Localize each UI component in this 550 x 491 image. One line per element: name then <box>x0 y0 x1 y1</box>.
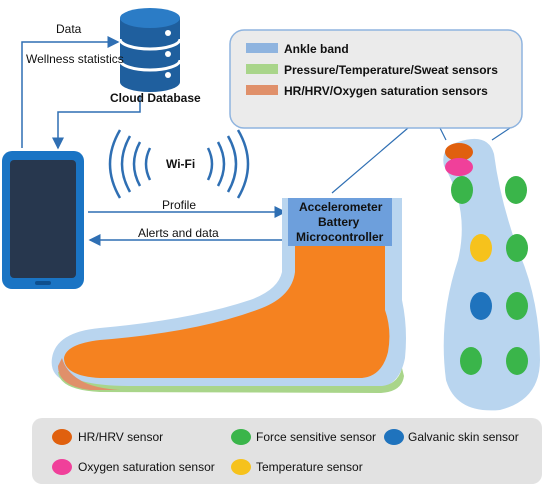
insole-sensor-dot <box>451 176 473 204</box>
callout-line-left <box>331 127 409 194</box>
legend-swatch-2 <box>246 85 278 95</box>
legend-hr-hrv-oxygen: HR/HRV/Oxygen saturation sensors <box>284 84 488 98</box>
sensor-swatch-3 <box>52 459 72 475</box>
profile-label: Profile <box>162 198 197 212</box>
insole-sensor-dot <box>506 292 528 320</box>
wifi-icon <box>108 129 250 199</box>
wellness-arrow <box>52 95 141 150</box>
legend-swatch-0 <box>246 43 278 53</box>
legend-temperature-sensor: Temperature sensor <box>256 460 363 474</box>
data-arrow <box>21 36 120 148</box>
legend-force-sensitive-sensor: Force sensitive sensor <box>256 430 377 444</box>
sensor-swatch-0 <box>52 429 72 445</box>
callout-line-right2 <box>491 127 511 141</box>
legend-oxygen-saturation-sensor: Oxygen saturation sensor <box>78 460 215 474</box>
legend-pressure-temp-sweat: Pressure/Temperature/Sweat sensors <box>284 63 498 77</box>
wifi-label: Wi-Fi <box>166 157 196 171</box>
legend-galvanic-skin-sensor: Galvanic skin sensor <box>408 430 519 444</box>
insole-orange <box>58 358 120 390</box>
device-line-accelerometer: Accelerometer <box>299 200 383 214</box>
foot <box>64 246 390 378</box>
alerts-label: Alerts and data <box>138 226 219 240</box>
device-line-microcontroller: Microcontroller <box>296 230 384 244</box>
legend-hr-hrv-sensor: HR/HRV sensor <box>78 430 164 444</box>
smartphone-icon <box>2 151 84 289</box>
sensor-swatch-4 <box>231 459 251 475</box>
insole-sensor-dot <box>460 347 482 375</box>
sensor-swatch-2 <box>384 429 404 445</box>
wellness-statistics-label: Wellness statistics <box>26 52 124 66</box>
sensor-swatch-1 <box>231 429 251 445</box>
bottom-legend-box <box>32 418 542 484</box>
insole-green <box>58 368 404 393</box>
cloud-database-label: Cloud Database <box>110 91 201 105</box>
insole-sensor-dot <box>445 143 473 161</box>
device-box <box>288 198 392 246</box>
insole-sensor-dot <box>506 234 528 262</box>
insole-sensor-dot <box>505 176 527 204</box>
callout-line-right <box>439 127 447 141</box>
database-icon <box>118 8 182 92</box>
insole-sensor-dot <box>470 234 492 262</box>
legend-swatch-1 <box>246 64 278 74</box>
data-label: Data <box>56 22 82 36</box>
insole-sensor-dot <box>445 158 473 176</box>
top-legend-box <box>229 29 523 129</box>
insole-sensor-dot <box>470 292 492 320</box>
legend-ankle-band: Ankle band <box>284 42 349 56</box>
insole-outline <box>443 138 540 411</box>
insole-sensor-dot <box>506 347 528 375</box>
device-line-battery: Battery <box>318 215 360 229</box>
